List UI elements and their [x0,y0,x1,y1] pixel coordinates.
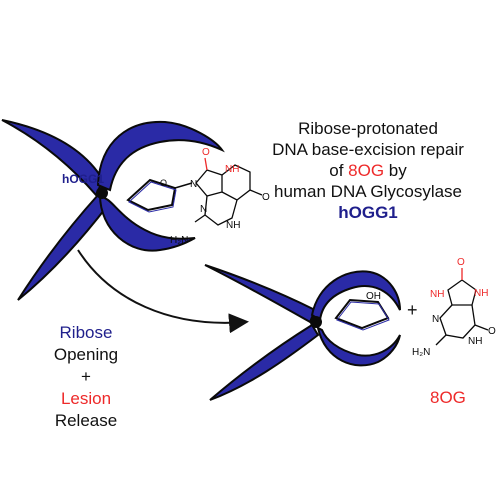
mol-bot-nh-left: NH [430,289,444,300]
mol-bot-o: O [457,257,465,268]
clamp-jaw-lower [98,193,196,252]
mol-bot-nh-top: NH [468,336,482,347]
mol-top-o2: O [262,192,270,203]
clamp-handle-upper [1,119,105,197]
process-caption: Ribose Opening + Lesion Release [6,322,166,432]
figure-title: Ribose-protonated DNA base-excision repa… [250,118,486,223]
title-line-3: of 8OG by [250,160,486,181]
clamp2-jaw-upper [310,270,401,322]
ribose-ring-open: OH [334,291,390,331]
ribose-o-label: O [160,178,167,188]
enzyme-clamp-top [1,119,225,301]
mol-top-o: O [202,147,210,158]
clamp2-jaw-lower [316,326,401,367]
clamp2-pivot [310,316,322,328]
title-line-3-prefix: of [329,161,349,180]
caption-line-1: Ribose Opening [6,322,166,366]
caption-line-3: Lesion Release [6,388,166,432]
caption-plus: + [81,367,91,386]
molecule-8og-free: O NH NH N NH O H₂N [412,257,496,358]
mol-top-n: N [190,179,197,190]
mol-bot-nh-right: NH [474,288,488,299]
ribose-ring-closed: O [126,178,193,213]
enzyme-clamp-bottom [204,264,401,401]
caption-opening: Opening [53,345,119,364]
clamp-jaw-upper [96,120,225,192]
mol-top-h2n: H₂N [170,235,188,246]
caption-release: Release [54,411,118,430]
mol-bot-n: N [432,314,439,325]
caption-ribose: Ribose [59,323,113,342]
title-line-4: human DNA Glycosylase [273,182,463,201]
clamp-pivot [96,187,108,199]
ribose-oh-label: OH [366,291,381,302]
clamp2-handle-upper [204,264,317,324]
title-8og-highlight: 8OG [348,161,385,180]
mol-bot-o2: O [488,326,496,337]
clamp2-handle-lower [209,323,320,401]
caption-lesion: Lesion [60,389,112,408]
clamp-handle-lower [17,193,110,301]
title-line-2: DNA base-excision repair [272,140,464,159]
title-enzyme-name: hOGG1 [338,203,398,222]
mol-bot-h2n: H₂N [412,347,430,358]
product-8og-label: 8OG [430,388,466,407]
mol-top-n2: N [200,204,207,215]
mol-top-nh2: NH [226,220,240,231]
title-line-3-suffix: by [384,161,407,180]
mol-top-nh: NH [225,164,239,175]
reaction-arrow [77,249,249,334]
molecule-8og-attached: N NH O N NH H₂N O [170,147,270,246]
enzyme-label: hOGG1 [62,172,105,186]
title-line-1: Ribose-protonated [298,119,438,138]
product-plus-sign: + [407,300,418,320]
